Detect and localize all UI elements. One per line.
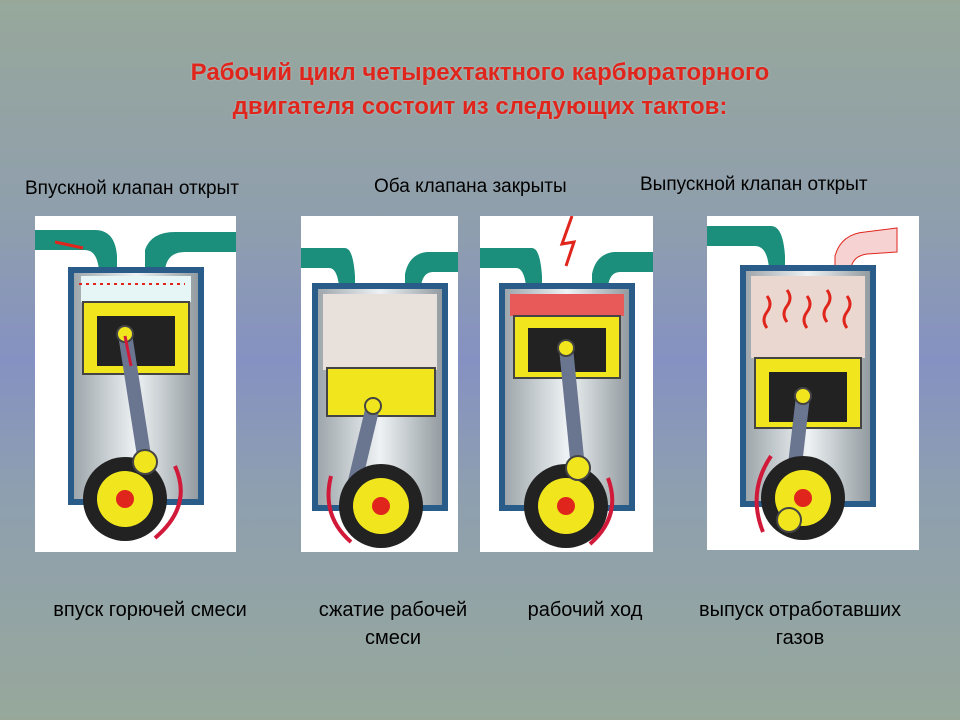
power-stroke-diagram [480, 216, 653, 552]
caption-exhaust-line2: газов [775, 627, 825, 649]
exhaust-gas-icon [762, 289, 852, 329]
rotation-arrow [153, 465, 183, 540]
intake-port [35, 230, 117, 270]
spark-icon [559, 216, 577, 267]
caption-exhaust-line1: выпуск отработавших [698, 599, 902, 621]
crank-pin [372, 497, 390, 515]
header-exhaust-valve-open: Выпускной клапан открыт [640, 174, 868, 195]
connecting-rod [559, 341, 585, 475]
caption-intake: впуск горючей смеси [53, 599, 247, 621]
caption-compression: сжатие рабочей смеси [298, 596, 488, 652]
slide-title-line2: двигателя состоит из следующих тактов: [232, 93, 728, 120]
crank-pin [557, 497, 575, 515]
crank-pin [116, 490, 134, 508]
caption-exhaust: выпуск отработавших газов [670, 596, 930, 652]
exhaust-stroke-diagram [707, 216, 919, 550]
crank-pin [794, 489, 812, 507]
rotation-arrow [588, 477, 615, 546]
rotation-arrow [326, 475, 353, 544]
caption-compression-line2: смеси [364, 627, 422, 649]
caption-compression-line1: сжатие рабочей [318, 599, 468, 621]
intake-stroke-diagram [35, 216, 236, 552]
rotation-arrow [754, 454, 773, 533]
slide-title: Рабочий цикл четырехтактного карбюраторн… [0, 56, 960, 124]
slide-title-line1: Рабочий цикл четырехтактного карбюраторн… [190, 59, 770, 86]
compression-stroke-diagram [301, 216, 458, 552]
caption-power: рабочий ход [527, 599, 643, 621]
exhaust-port [145, 232, 236, 270]
header-intake-valve-open: Впускной клапан открыт [25, 178, 239, 199]
header-both-valves-closed: Оба клапана закрыты [374, 176, 567, 197]
